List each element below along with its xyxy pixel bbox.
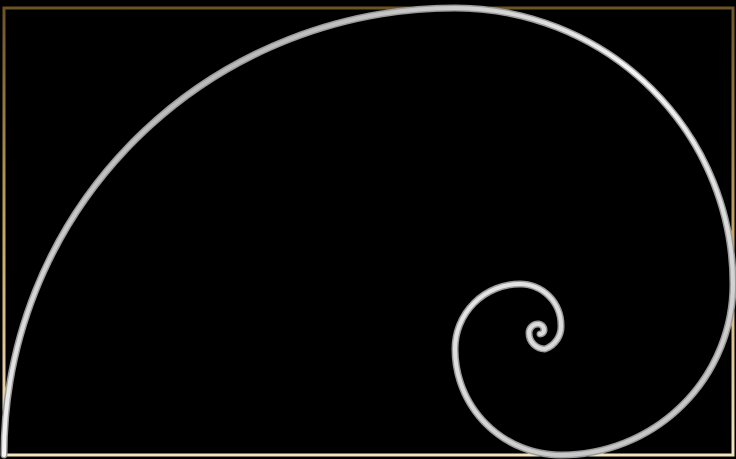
outer-frame [2, 6, 735, 457]
golden-spiral [0, 4, 736, 459]
spiral-highlight [2, 5, 736, 458]
